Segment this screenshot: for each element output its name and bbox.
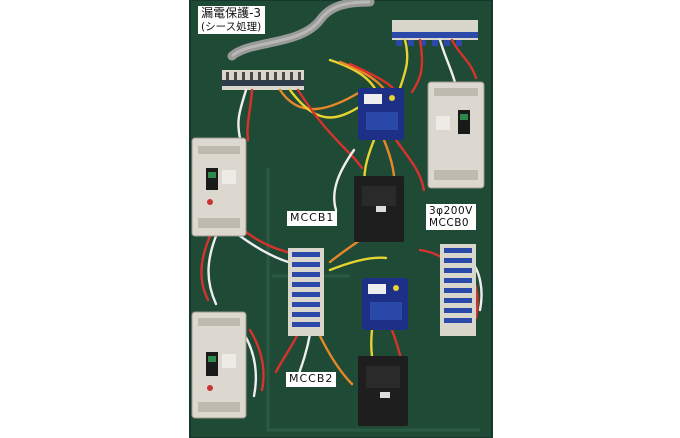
mccb0-voltage: 3φ200V [429, 205, 473, 217]
terminal-block-center [288, 248, 324, 336]
power-module-upper [354, 176, 404, 242]
breaker-left-upper [191, 137, 247, 237]
terminal-block-right [440, 244, 476, 336]
breaker-right-upper [427, 81, 485, 189]
terminal-strip-top-left [222, 70, 304, 90]
title-line-2: (シース処理) [201, 20, 262, 33]
mccb1-label: MCCB1 [287, 211, 338, 226]
relay-upper [358, 88, 404, 140]
title-label: 漏電保護-3 (シース処理) [198, 6, 266, 34]
mccb0-name: MCCB0 [429, 217, 470, 230]
mccb2-label: MCCB2 [286, 372, 337, 387]
breaker-left-lower [191, 311, 247, 419]
terminal-strip-top-right [392, 20, 478, 46]
title-line-1: 漏電保護-3 [201, 6, 262, 20]
mccb0-label: 3φ200V MCCB0 [426, 204, 476, 231]
relay-lower [362, 278, 408, 330]
power-module-lower [358, 356, 408, 426]
